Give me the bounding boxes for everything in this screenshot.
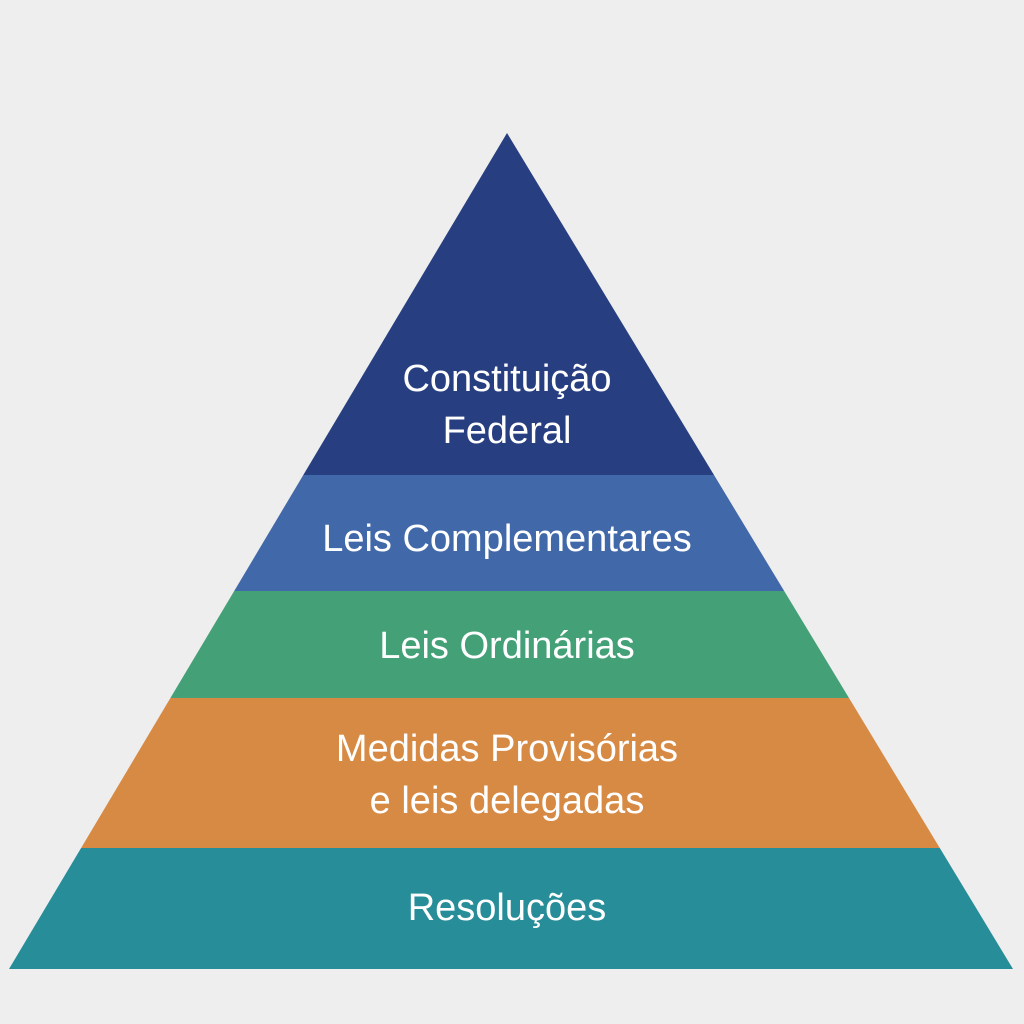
tier-label-line: Constituição	[402, 358, 611, 400]
tier-label-line: e leis delegadas	[370, 780, 645, 822]
tier-shape	[234, 475, 785, 591]
tier-shape	[9, 848, 1013, 969]
tier-medidas-provisorias: Medidas Provisórias e leis delegadas	[81, 698, 940, 848]
tier-shape	[170, 591, 849, 698]
tier-shape	[81, 698, 940, 848]
tier-label-line: Resoluções	[408, 887, 607, 929]
tier-shape	[303, 133, 714, 475]
tier-label-line: Leis Complementares	[322, 518, 692, 560]
tier-leis-ordinarias: Leis Ordinárias	[170, 591, 849, 698]
tier-resolucoes: Resoluções	[9, 848, 1013, 969]
tier-label-line: Medidas Provisórias	[336, 728, 678, 770]
tier-label-line: Federal	[443, 410, 572, 452]
tier-label-line: Leis Ordinárias	[379, 625, 635, 667]
tier-leis-complementares: Leis Complementares	[234, 475, 785, 591]
tier-constituicao-federal: Constituição Federal	[303, 133, 714, 475]
